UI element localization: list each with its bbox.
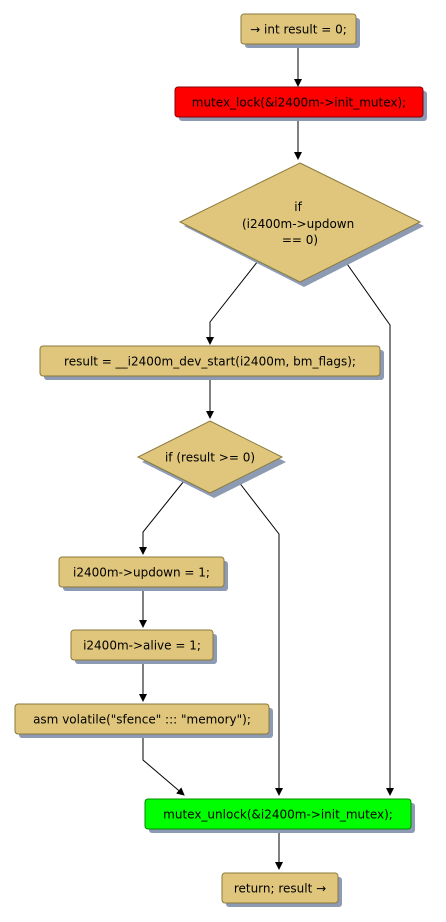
edge-cond1-unlock xyxy=(344,260,394,796)
node-mutex-lock: mutex_lock(&i2400m->init_mutex); xyxy=(174,86,427,121)
edge-cond2-updown xyxy=(139,480,185,555)
node-asm-sfence-label: asm volatile("sfence" ::: "memory"); xyxy=(33,713,251,727)
node-asm-sfence: asm volatile("sfence" ::: "memory"); xyxy=(14,703,273,738)
cond1-line-1: if xyxy=(294,200,302,214)
cond1-line-2: (i2400m->updown xyxy=(242,217,354,231)
edge-asm-unlock xyxy=(142,735,185,796)
node-cond-updown: if (i2400m->updown == 0) xyxy=(178,162,424,287)
node-start-label: → int result = 0; xyxy=(250,23,347,37)
node-start: → int result = 0; xyxy=(240,13,360,48)
node-dev-start-label: result = __i2400m_dev_start(i2400m, bm_f… xyxy=(64,355,356,369)
node-mutex-unlock: mutex_unlock(&i2400m->init_mutex); xyxy=(144,798,415,833)
node-cond-updown-label: if (i2400m->updown == 0) xyxy=(242,200,358,247)
edges xyxy=(139,46,394,870)
cond1-line-3: == 0) xyxy=(282,233,318,247)
node-dev-start: result = __i2400m_dev_start(i2400m, bm_f… xyxy=(39,345,384,380)
node-updown-assign-label: i2400m->updown = 1; xyxy=(73,566,210,580)
node-alive-assign: i2400m->alive = 1; xyxy=(70,629,217,664)
node-cond-result-label: if (result >= 0) xyxy=(165,451,255,465)
edge-cond2-unlock xyxy=(237,480,283,796)
node-mutex-unlock-label: mutex_unlock(&i2400m->init_mutex); xyxy=(163,808,393,822)
node-cond-result: if (result >= 0) xyxy=(136,420,286,498)
node-updown-assign: i2400m->updown = 1; xyxy=(58,556,228,591)
node-mutex-lock-label: mutex_lock(&i2400m->init_mutex); xyxy=(192,96,406,110)
node-return: return; result → xyxy=(221,872,342,907)
edge-cond1-devstart xyxy=(206,260,259,345)
node-return-label: return; result → xyxy=(234,882,326,896)
node-alive-assign-label: i2400m->alive = 1; xyxy=(83,639,201,653)
